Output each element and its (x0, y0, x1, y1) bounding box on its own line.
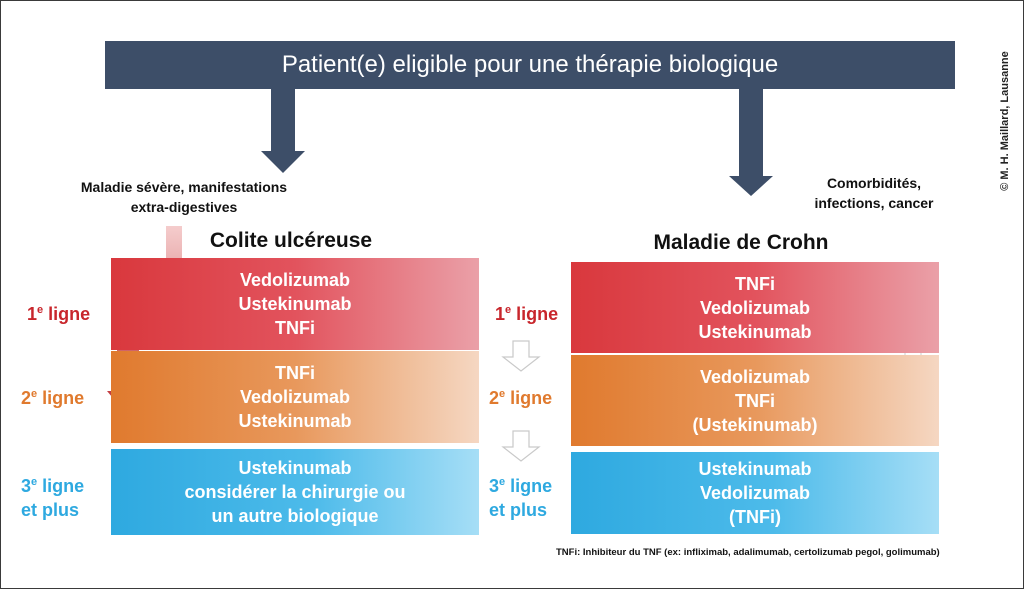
uc-line1-item: Ustekinumab (238, 294, 352, 314)
uc-line3-label: 3e ligne et plus (21, 476, 85, 520)
left-down-arrow (261, 89, 305, 173)
uc-line2-item: TNFi (275, 363, 315, 383)
cd-column-title: Maladie de Crohn (653, 231, 829, 254)
cd-line1-item: Vedolizumab (699, 297, 811, 318)
uc-line2-item: Ustekinumab (238, 411, 352, 431)
cd-line3-item: (TNFi) (729, 507, 781, 527)
cd-line2-item: (Ustekinumab) (692, 414, 818, 435)
cd-line1-box: TNFi Vedolizumab Ustekinumab (571, 262, 939, 353)
cd-line1-item: TNFi (735, 273, 775, 294)
cd-line2-item: TNFi (735, 390, 775, 411)
step-arrow-1 (501, 340, 541, 372)
banner-title: Patient(e) eligible pour une thérapie bi… (281, 51, 779, 78)
uc-line1-item: Vedolizumab (239, 270, 351, 290)
uc-line3-item: un autre biologique (211, 506, 379, 526)
uc-line3-box: Ustekinumab considérer la chirurgie ou u… (111, 449, 479, 535)
severe-note-line1: Maladie sévère, manifestations (80, 179, 288, 195)
cd-line1-item: Ustekinumab (698, 321, 812, 342)
severe-disease-note: Maladie sévère, manifestations extra-dig… (59, 177, 309, 217)
uc-line2-label: 2e ligne (21, 388, 85, 408)
step-arrow-2 (501, 430, 541, 462)
uc-line3-item: considérer la chirurgie ou (184, 482, 406, 502)
uc-line1-label: 1e ligne (27, 304, 91, 324)
cd-line3-box: Ustekinumab Vedolizumab (TNFi) (571, 452, 939, 534)
cd-line2-item: Vedolizumab (699, 366, 811, 387)
cd-line3-item: Vedolizumab (699, 483, 811, 503)
comorbidities-note: Comorbidités, infections, cancer (793, 173, 955, 213)
severe-note-line2: extra-digestives (130, 199, 238, 215)
cd-line3-item: Ustekinumab (698, 459, 812, 479)
comorb-note-line2: infections, cancer (814, 195, 934, 211)
cd-line1-label: 1e ligne (495, 304, 559, 324)
cd-line2-label: 2e ligne (489, 388, 553, 408)
right-down-arrow (729, 89, 773, 196)
tnfi-footnote: TNFi: Inhibiteur du TNF (ex: infliximab,… (556, 547, 940, 558)
uc-line2-item: Vedolizumab (239, 387, 351, 407)
uc-line1-item: TNFi (275, 318, 315, 338)
cd-line3-label: 3e ligne et plus (489, 476, 553, 520)
uc-line1-box: Vedolizumab Ustekinumab TNFi (111, 258, 479, 350)
eligibility-banner: Patient(e) eligible pour une thérapie bi… (105, 41, 955, 89)
uc-line2-box: TNFi Vedolizumab Ustekinumab (111, 351, 479, 443)
uc-column-title: Colite ulcéreuse (209, 229, 373, 252)
cd-line2-box: Vedolizumab TNFi (Ustekinumab) (571, 355, 939, 446)
comorb-note-line1: Comorbidités, (826, 175, 922, 191)
uc-line3-item: Ustekinumab (238, 458, 352, 478)
